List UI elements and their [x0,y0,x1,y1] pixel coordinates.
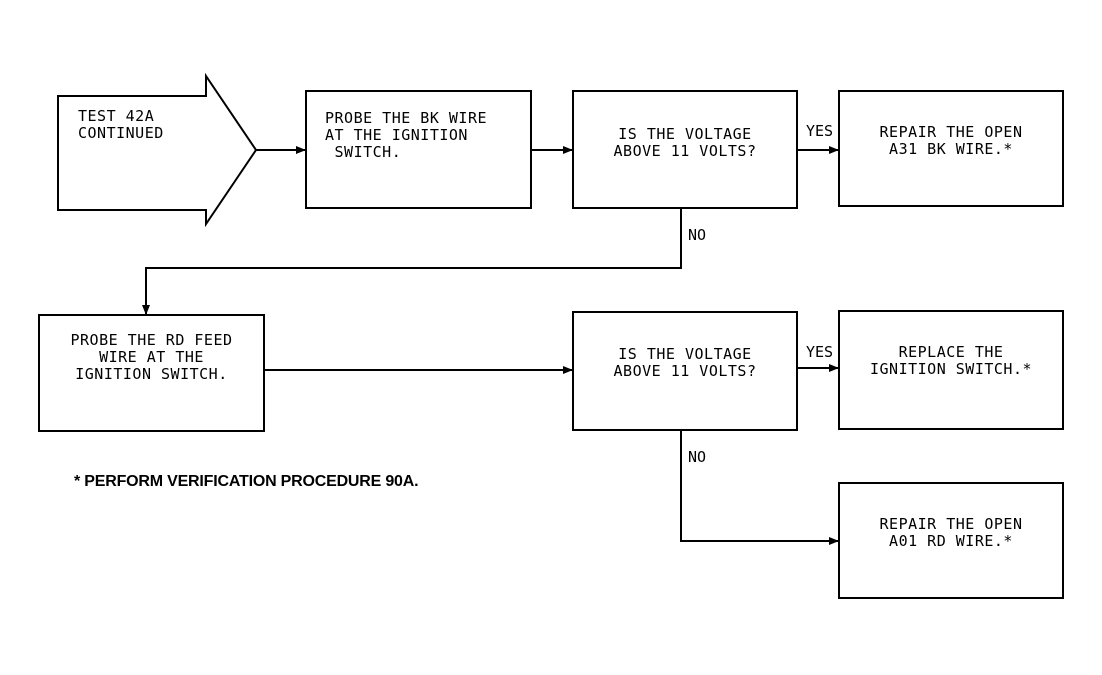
question-1-text: IS THE VOLTAGE ABOVE 11 VOLTS? [613,125,757,160]
probe-rd-text: PROBE THE RD FEED WIRE AT THE IGNITION S… [70,331,233,383]
probe-bk-text: PROBE THE BK WIRE AT THE IGNITION SWITCH… [325,109,488,161]
probe-rd-box: PROBE THE RD FEED WIRE AT THE IGNITION S… [38,314,265,432]
question-2-box: IS THE VOLTAGE ABOVE 11 VOLTS? [572,311,798,431]
repair-a31-box: REPAIR THE OPEN A31 BK WIRE.* [838,90,1064,207]
connector-no-1 [142,208,682,315]
probe-bk-box: PROBE THE BK WIRE AT THE IGNITION SWITCH… [305,90,532,209]
repair-a01-box: REPAIR THE OPEN A01 RD WIRE.* [838,482,1064,599]
replace-switch-box: REPLACE THE IGNITION SWITCH.* [838,310,1064,430]
repair-a31-text: REPAIR THE OPEN A31 BK WIRE.* [879,123,1023,158]
verification-footnote: * PERFORM VERIFICATION PROCEDURE 90A. [74,473,419,490]
yes-label-2: YES [806,343,834,361]
connector-no-2 [680,431,839,545]
repair-a01-text: REPAIR THE OPEN A01 RD WIRE.* [879,515,1023,550]
question-2-text: IS THE VOLTAGE ABOVE 11 VOLTS? [613,345,757,380]
no-label-2: NO [688,448,707,466]
start-label: TEST 42A CONTINUED [78,107,164,142]
question-1-box: IS THE VOLTAGE ABOVE 11 VOLTS? [572,90,798,209]
start-arrow-shape [57,72,258,228]
no-label-1: NO [688,226,707,244]
yes-label-1: YES [806,122,834,140]
replace-switch-text: REPLACE THE IGNITION SWITCH.* [869,343,1033,378]
